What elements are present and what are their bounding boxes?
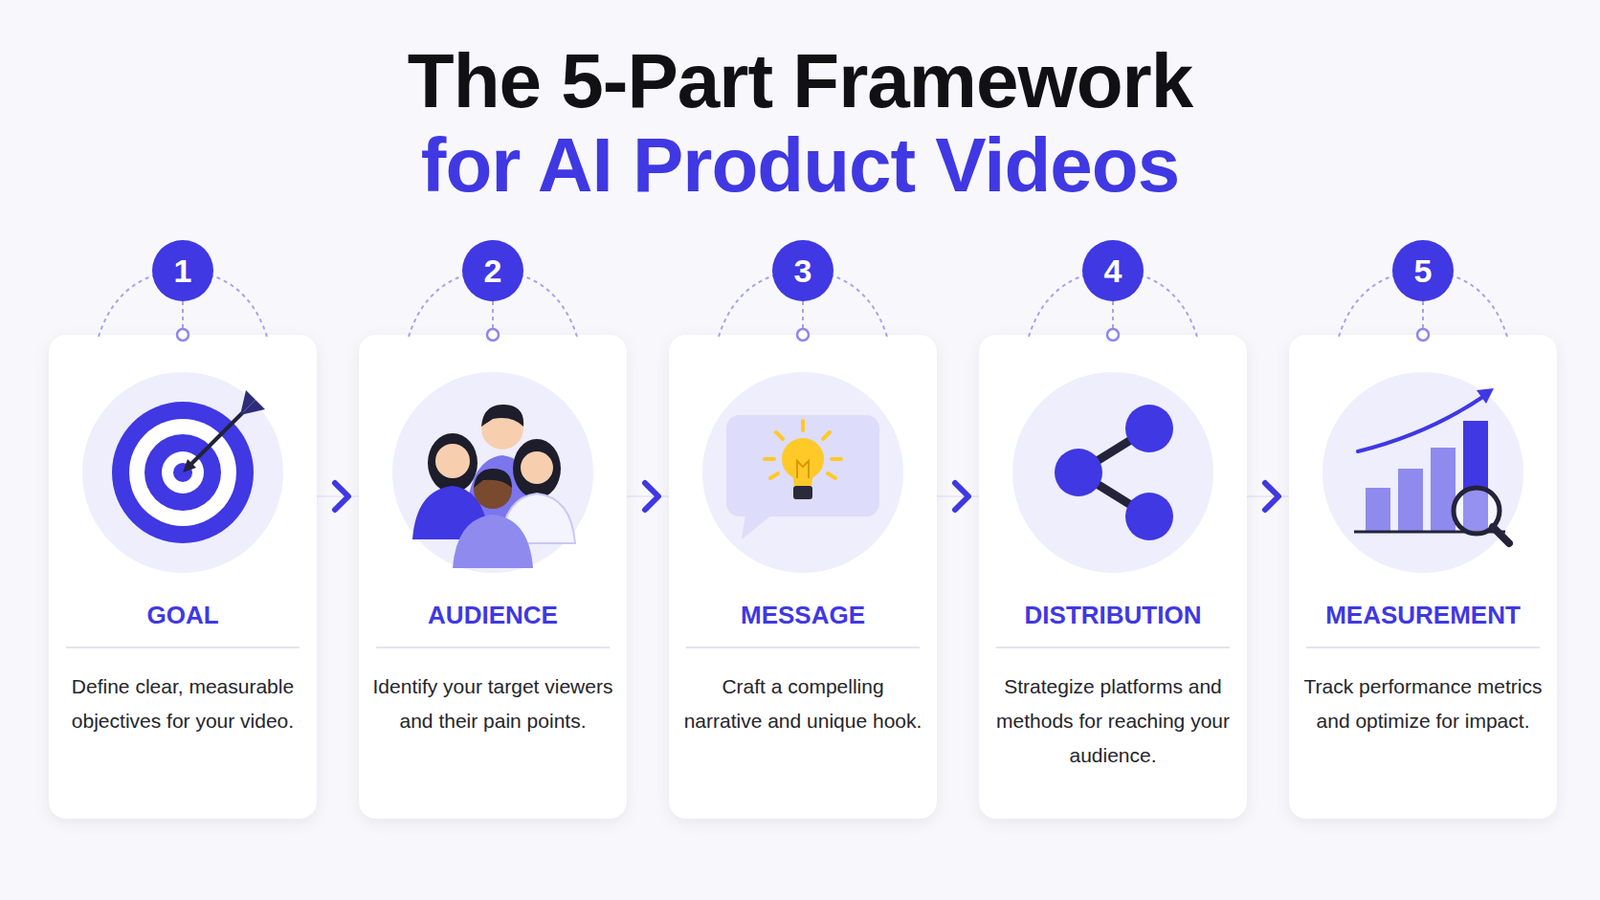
step-number-badge: 5 [1392,240,1454,302]
flow-arrow [1246,495,1289,498]
step-heading: GOAL [66,600,300,649]
step-card: GOAL Define clear, measurable objectives … [48,334,317,820]
step-number: 4 [1104,251,1123,290]
step-card: AUDIENCE Identify your target viewers and… [358,334,627,820]
step-number: 5 [1414,251,1433,290]
step-heading: DISTRIBUTION [996,600,1230,649]
people-icon [358,334,627,623]
flow-arrow [936,495,979,498]
step-number: 3 [794,251,813,290]
step-card: MESSAGE Craft a compelling narrative and … [668,334,937,820]
step-description: Strategize platforms and methods for rea… [992,669,1234,774]
step-number-badge: 4 [1082,240,1144,302]
step-description: Craft a compelling narrative and unique … [682,669,924,739]
step-number-badge: 1 [152,240,214,302]
step-heading: MEASUREMENT [1306,600,1540,649]
step-heading: MESSAGE [686,600,920,649]
step-description: Track performance metrics and optimize f… [1302,669,1544,739]
step-number-badge: 2 [462,240,524,302]
step-description: Define clear, measurable objectives for … [62,669,304,739]
flow-arrow [626,495,669,498]
step-heading: AUDIENCE [376,600,610,649]
step-number: 1 [174,251,193,290]
diagram-title: The 5-Part Framework for AI Product Vide… [402,39,1199,208]
step-card: MEASUREMENT Track performance metrics and… [1288,334,1557,820]
chart-icon [1288,334,1557,623]
target-icon [48,334,317,623]
step-number: 2 [484,251,503,290]
step-card: DISTRIBUTION Strategize platforms and met… [978,334,1247,820]
idea-icon [668,334,937,623]
share-icon [978,334,1247,623]
title-area: The 5-Part Framework for AI Product Vide… [0,39,1600,208]
step-description: Identify your target viewers and their p… [372,669,614,739]
step-number-badge: 3 [772,240,834,302]
flow-arrow [316,495,359,498]
